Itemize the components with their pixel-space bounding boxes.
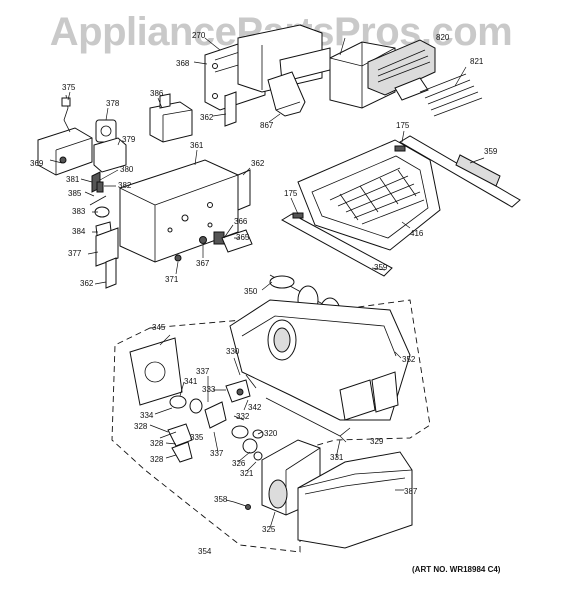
part-378-coil bbox=[95, 119, 117, 143]
part-328-levers bbox=[159, 423, 193, 463]
part-label-p380: 380 bbox=[120, 165, 134, 174]
part-375-wire bbox=[61, 94, 71, 133]
part-label-p330: 330 bbox=[226, 347, 240, 356]
part-369-bracket bbox=[37, 127, 93, 176]
part-label-p362b: 362 bbox=[251, 159, 265, 168]
part-label-p337a: 337 bbox=[196, 367, 210, 376]
part-label-p325: 325 bbox=[262, 525, 276, 534]
part-334-341-cams bbox=[169, 395, 227, 429]
part-label-p321: 321 bbox=[240, 469, 254, 478]
part-175-screws bbox=[292, 145, 406, 219]
part-label-p385: 385 bbox=[68, 189, 82, 198]
part-358-screw bbox=[233, 501, 251, 510]
part-label-p381: 381 bbox=[66, 175, 80, 184]
part-label-p379: 379 bbox=[122, 135, 136, 144]
part-359-rail-bottom bbox=[280, 213, 393, 277]
part-label-p384: 384 bbox=[72, 227, 86, 236]
part-820-ice-maker bbox=[329, 39, 436, 109]
part-label-p331: 331 bbox=[330, 453, 344, 462]
part-label-p341: 341 bbox=[184, 377, 198, 386]
part-361-motor-mount bbox=[119, 159, 239, 263]
part-label-p362c: 362 bbox=[80, 279, 94, 288]
part-416-shelf bbox=[297, 139, 441, 251]
part-label-p337b: 337 bbox=[210, 449, 224, 458]
part-label-p175b: 175 bbox=[284, 189, 298, 198]
part-label-p366: 366 bbox=[234, 217, 248, 226]
part-367-371-screws bbox=[174, 236, 207, 262]
part-label-p345: 345 bbox=[152, 323, 166, 332]
part-label-p332: 332 bbox=[236, 412, 250, 421]
part-label-p359b: 359 bbox=[374, 263, 388, 272]
part-359-rail-top bbox=[399, 135, 521, 208]
part-label-p382: 382 bbox=[118, 181, 132, 190]
part-386-motor bbox=[149, 93, 193, 143]
part-379-coil-housing bbox=[93, 137, 127, 173]
part-label-p329: 329 bbox=[370, 437, 384, 446]
part-label-p358: 358 bbox=[214, 495, 228, 504]
part-label-p328b: 328 bbox=[150, 439, 164, 448]
part-387-front-cover bbox=[297, 451, 413, 549]
part-label-p377: 377 bbox=[68, 249, 82, 258]
leader-lines bbox=[49, 37, 485, 529]
part-label-p342: 342 bbox=[248, 403, 262, 412]
part-label-p361: 361 bbox=[190, 141, 204, 150]
part-label-p416: 416 bbox=[410, 229, 424, 238]
part-label-p371: 371 bbox=[165, 275, 179, 284]
part-label-p820: 820 bbox=[436, 33, 450, 42]
part-362-clip-bottom bbox=[105, 257, 117, 289]
part-label-p362a: 362 bbox=[200, 113, 214, 122]
part-821-ejector bbox=[419, 73, 483, 117]
part-label-p386: 386 bbox=[150, 89, 164, 98]
part-label-p359a: 359 bbox=[484, 147, 498, 156]
part-352-ice-bucket bbox=[229, 299, 411, 421]
part-label-p333: 333 bbox=[202, 385, 216, 394]
part-label-p328c: 328 bbox=[150, 455, 164, 464]
part-366-365-link bbox=[213, 229, 253, 253]
part-377-bracket bbox=[95, 227, 119, 267]
part-label-p365: 365 bbox=[236, 233, 250, 242]
part-362-clip-top bbox=[224, 91, 237, 127]
part-867-chute bbox=[267, 71, 306, 117]
part-label-p334: 334 bbox=[140, 411, 154, 420]
part-label-p320: 320 bbox=[264, 429, 278, 438]
part-320-332-washers bbox=[231, 425, 264, 461]
part-label-p387: 387 bbox=[404, 487, 418, 496]
art-number: (ART NO. WR18984 C4) bbox=[412, 565, 501, 574]
part-number-labels: 270 820 368 821 375 378 386 379 362 867 175 361 359 3… bbox=[30, 31, 498, 556]
part-label-p367: 367 bbox=[196, 259, 210, 268]
part-label-p326: 326 bbox=[232, 459, 246, 468]
part-label-p335: 335 bbox=[190, 433, 204, 442]
part-345-cover bbox=[129, 337, 183, 406]
part-label-p328a: 328 bbox=[134, 422, 148, 431]
part-333-342-gear-assembly bbox=[225, 374, 257, 403]
part-label-p352: 352 bbox=[402, 355, 416, 364]
part-label-p354: 354 bbox=[198, 547, 212, 556]
part-label-p350: 350 bbox=[244, 287, 258, 296]
part-label-p378: 378 bbox=[106, 99, 120, 108]
part-label-p369: 369 bbox=[30, 159, 44, 168]
part-label-p270: 270 bbox=[192, 31, 206, 40]
part-label-p368: 368 bbox=[176, 59, 190, 68]
part-label-p383: 383 bbox=[72, 207, 86, 216]
part-label-p821: 821 bbox=[470, 57, 484, 66]
part-label-p375: 375 bbox=[62, 83, 76, 92]
part-362-clip-right bbox=[237, 169, 251, 211]
part-label-p867: 867 bbox=[260, 121, 274, 130]
part-label-p175a: 175 bbox=[396, 121, 410, 130]
